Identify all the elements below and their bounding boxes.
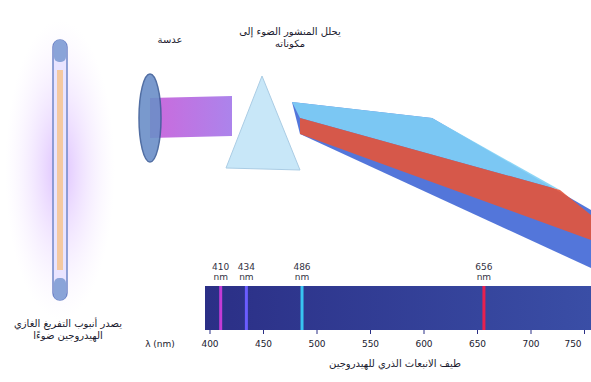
tick-mark bbox=[531, 330, 532, 334]
caption: طيف الانبعاث الذري للهيدروجين bbox=[329, 358, 461, 370]
tick-label: 550 bbox=[356, 339, 386, 349]
spectrum-bar bbox=[205, 286, 591, 330]
tick-label: 650 bbox=[463, 339, 493, 349]
tick-label: 700 bbox=[516, 339, 546, 349]
dispersed-light bbox=[292, 102, 591, 268]
axis-label: λ (nm) bbox=[135, 339, 185, 349]
lens bbox=[139, 74, 161, 162]
wavelength-label: 486 nm bbox=[290, 262, 314, 283]
light-beam bbox=[150, 96, 232, 138]
emission-line bbox=[482, 286, 485, 330]
tick-mark bbox=[477, 330, 478, 334]
tick-label: 400 bbox=[195, 339, 225, 349]
tick-mark bbox=[584, 330, 585, 334]
tick-label: 450 bbox=[249, 339, 279, 349]
emission-line bbox=[245, 286, 248, 330]
emission-line bbox=[219, 286, 222, 330]
tick-mark bbox=[210, 330, 211, 334]
lens-label: عدسة bbox=[150, 34, 190, 46]
tick-mark bbox=[317, 330, 318, 334]
wavelength-label: 410 nm bbox=[209, 262, 233, 283]
tube-core bbox=[57, 70, 63, 270]
tube-electrode bbox=[54, 278, 66, 300]
axis-ticks bbox=[210, 330, 585, 334]
wavelength-label: 656 nm bbox=[472, 262, 496, 283]
prism-label: يحلل المنشور الضوء إلى مكوناته bbox=[235, 26, 345, 49]
tick-mark bbox=[424, 330, 425, 334]
red-band bbox=[300, 118, 591, 240]
wavelength-label: 434 nm bbox=[234, 262, 258, 283]
emission-line bbox=[301, 286, 304, 330]
tick-label: 600 bbox=[409, 339, 439, 349]
tube-label: يصدر أنبوب التفريغ الغازي الهيدروجين ضوء… bbox=[3, 318, 133, 341]
tick-mark bbox=[370, 330, 371, 334]
discharge-tube bbox=[53, 40, 67, 300]
tick-mark bbox=[263, 330, 264, 334]
tube-electrode bbox=[54, 40, 66, 62]
tick-label: 500 bbox=[302, 339, 332, 349]
tick-label: 750 bbox=[558, 339, 588, 349]
spectral-lines bbox=[219, 286, 485, 330]
prism bbox=[226, 76, 300, 170]
tube-glow bbox=[5, 20, 115, 320]
